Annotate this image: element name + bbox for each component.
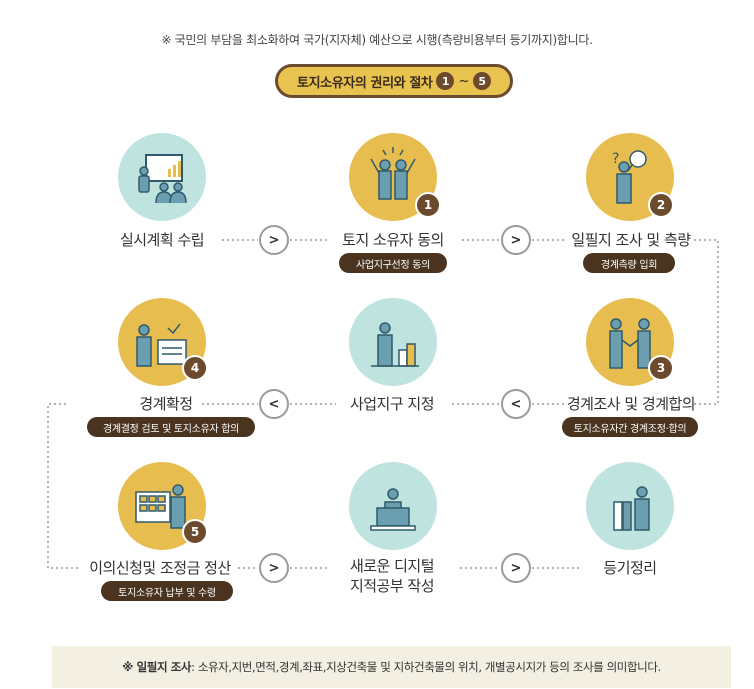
handshake-icon	[609, 318, 651, 369]
step-survey-circle: ?	[586, 133, 674, 221]
step-4-badge: 4	[182, 355, 208, 381]
title-end-number: 5	[472, 72, 491, 90]
footer-text: : 소유자,지번,면적,경계,좌표,지상건축물 및 지하건축물의 위치, 개별공…	[191, 660, 661, 674]
step-consent-tag: 사업지구선정 동의	[339, 253, 447, 273]
calendar-check-icon	[136, 323, 187, 367]
flow-arrow-right: >	[259, 225, 289, 255]
flow-arrow-left: <	[259, 389, 289, 419]
step-consent-label: 토지 소유자 동의	[342, 231, 444, 249]
budget-notice: ※ 국민의 부담을 최소화하여 국가(지자체) 예산으로 시행(측량비용부터 등…	[161, 33, 593, 47]
step-plan-label: 실시계획 수립	[119, 231, 205, 249]
flow-arrow-left: <	[501, 389, 531, 419]
person-buildings-icon	[371, 322, 419, 367]
svg-text:?: ?	[612, 151, 619, 167]
step-consent-circle	[349, 133, 437, 221]
step-boundary-confirm-tag: 경계결정 검토 및 토지소유자 합의	[87, 417, 255, 437]
step-digital-record-line2: 지적공부 작성	[349, 577, 435, 595]
step-2-badge: 2	[648, 192, 674, 218]
step-plan-circle	[118, 133, 206, 221]
step-district-label: 사업지구 지정	[349, 395, 435, 413]
flow-arrow-right: >	[501, 553, 531, 583]
laptop-icon	[370, 488, 416, 531]
title-text: 토지소유자의 권리와 절차	[297, 75, 433, 91]
presentation-icon	[138, 154, 187, 204]
step-boundary-agreement-label: 경계조사 및 경계합의	[566, 395, 696, 413]
step-objection-tag: 토지소유자 납부 및 수령	[101, 581, 233, 601]
step-boundary-confirm-label: 경계확정	[139, 395, 193, 413]
file-binders-icon	[613, 486, 650, 531]
flow-arrow-right: >	[501, 225, 531, 255]
step-district-circle	[349, 298, 437, 386]
flow-arrow-right: >	[259, 553, 289, 583]
procedure-title: 토지소유자의 권리와 절차 1 ~ 5	[275, 64, 513, 98]
step-survey-tag: 경계측량 입회	[583, 253, 675, 273]
step-digital-record-label: 새로운 디지털 지적공부 작성	[330, 556, 454, 596]
footer-prefix: ※ 일필지 조사	[122, 660, 192, 674]
step-digital-record-circle	[349, 462, 437, 550]
step-registration-circle	[586, 462, 674, 550]
celebrating-people-icon	[370, 147, 416, 200]
footer-note: ※ 일필지 조사 : 소유자,지번,면적,경계,좌표,지상건축물 및 지하건축물…	[52, 646, 731, 688]
title-start-number: 1	[436, 72, 455, 90]
step-registration-label: 등기정리	[603, 559, 657, 577]
magnifier-person-icon: ?	[612, 150, 647, 204]
step-survey-label: 일필지 조사 및 측량	[571, 231, 691, 249]
step-objection-label: 이의신청및 조정금 정산	[89, 559, 231, 577]
step-digital-record-line1: 새로운 디지털	[349, 557, 435, 575]
step-1-badge: 1	[415, 192, 441, 218]
step-5-badge: 5	[182, 519, 208, 545]
title-tilde: ~	[458, 73, 469, 89]
step-boundary-agreement-tag: 토지소유자간 경계조정·합의	[562, 417, 698, 437]
step-3-badge: 3	[648, 355, 674, 381]
